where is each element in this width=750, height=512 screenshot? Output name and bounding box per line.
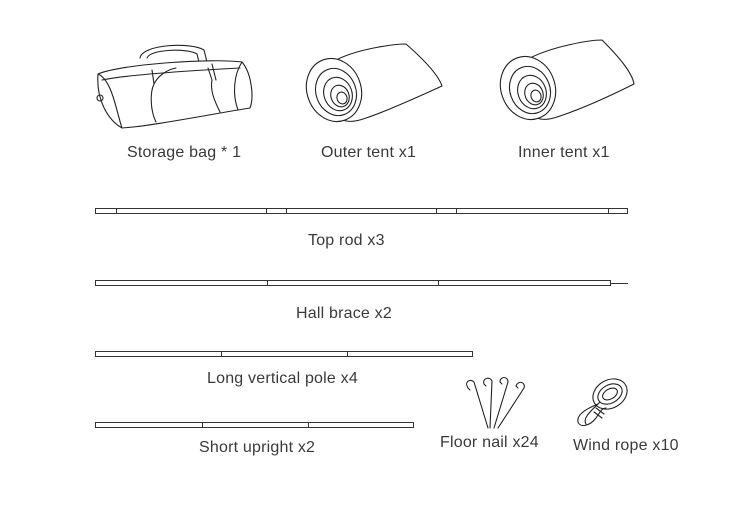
- top-rod-label: Top rod x3: [308, 232, 385, 249]
- coiled-rope-icon: [577, 378, 628, 427]
- hall-brace-tip: [610, 283, 628, 284]
- hall-brace-illustration: [95, 280, 611, 286]
- storage-bag-label: Storage bag * 1: [127, 144, 242, 161]
- short-upright-illustration: [95, 422, 414, 428]
- floor-nail-label: Floor nail x24: [440, 434, 539, 451]
- inner-tent-label: Inner tent x1: [518, 144, 610, 161]
- short-upright-label: Short upright x2: [199, 439, 316, 456]
- outer-tent-label: Outer tent x1: [321, 144, 417, 161]
- hall-brace-label: Hall brace x2: [296, 305, 392, 322]
- storage-bag-icon: [96, 44, 253, 129]
- long-vertical-pole-label: Long vertical pole x4: [207, 370, 358, 387]
- top-rod-illustration: [95, 208, 628, 214]
- rolled-tent-icon: [499, 39, 635, 121]
- wind-rope-label: Wind rope x10: [573, 437, 679, 454]
- tent-stake-icon: [466, 376, 525, 429]
- long-vertical-pole-illustration: [95, 351, 473, 357]
- rolled-tent-icon: [305, 43, 443, 123]
